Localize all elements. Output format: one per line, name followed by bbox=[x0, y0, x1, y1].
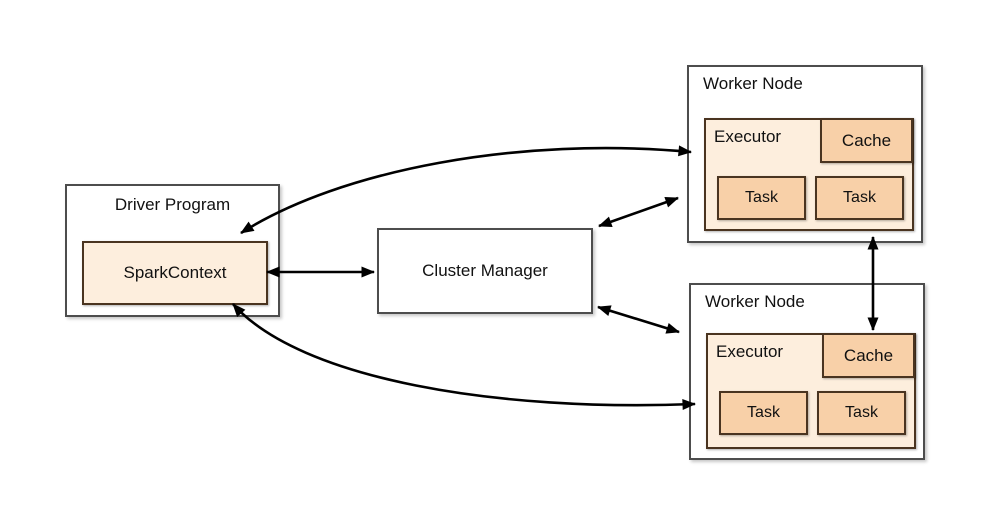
worker-node-bottom-box: Worker Node Executor Cache Task Task bbox=[689, 283, 925, 460]
cache-top-box: Cache bbox=[820, 118, 913, 163]
task-top-2-box: Task bbox=[815, 176, 904, 220]
arrow-clustermanager-worker-bottom bbox=[597, 305, 680, 334]
task-top-1-box: Task bbox=[717, 176, 806, 220]
driver-program-label: Driver Program bbox=[114, 195, 231, 214]
task-bottom-1-box: Task bbox=[719, 391, 808, 435]
cache-bottom-box: Cache bbox=[822, 333, 915, 378]
worker-node-top-label: Worker Node bbox=[703, 74, 803, 93]
cluster-manager-box: Cluster Manager bbox=[377, 228, 593, 314]
arrow-clustermanager-worker-top bbox=[598, 196, 679, 228]
spark-context-box: SparkContext bbox=[82, 241, 268, 305]
worker-node-bottom-label: Worker Node bbox=[705, 292, 805, 311]
executor-bottom-label: Executor bbox=[716, 342, 784, 361]
arrow-driver-worker-top-curve bbox=[240, 145, 692, 235]
executor-bottom-box: Executor Cache Task Task bbox=[706, 333, 916, 449]
worker-node-top-box: Worker Node Executor Cache Task Task bbox=[687, 65, 923, 243]
executor-top-box: Executor Cache Task Task bbox=[704, 118, 914, 231]
executor-top-label: Executor bbox=[714, 127, 782, 146]
driver-program-box: Driver Program SparkContext bbox=[65, 184, 280, 317]
task-bottom-2-box: Task bbox=[817, 391, 906, 435]
arrow-driver-worker-bottom-curve bbox=[232, 303, 696, 411]
